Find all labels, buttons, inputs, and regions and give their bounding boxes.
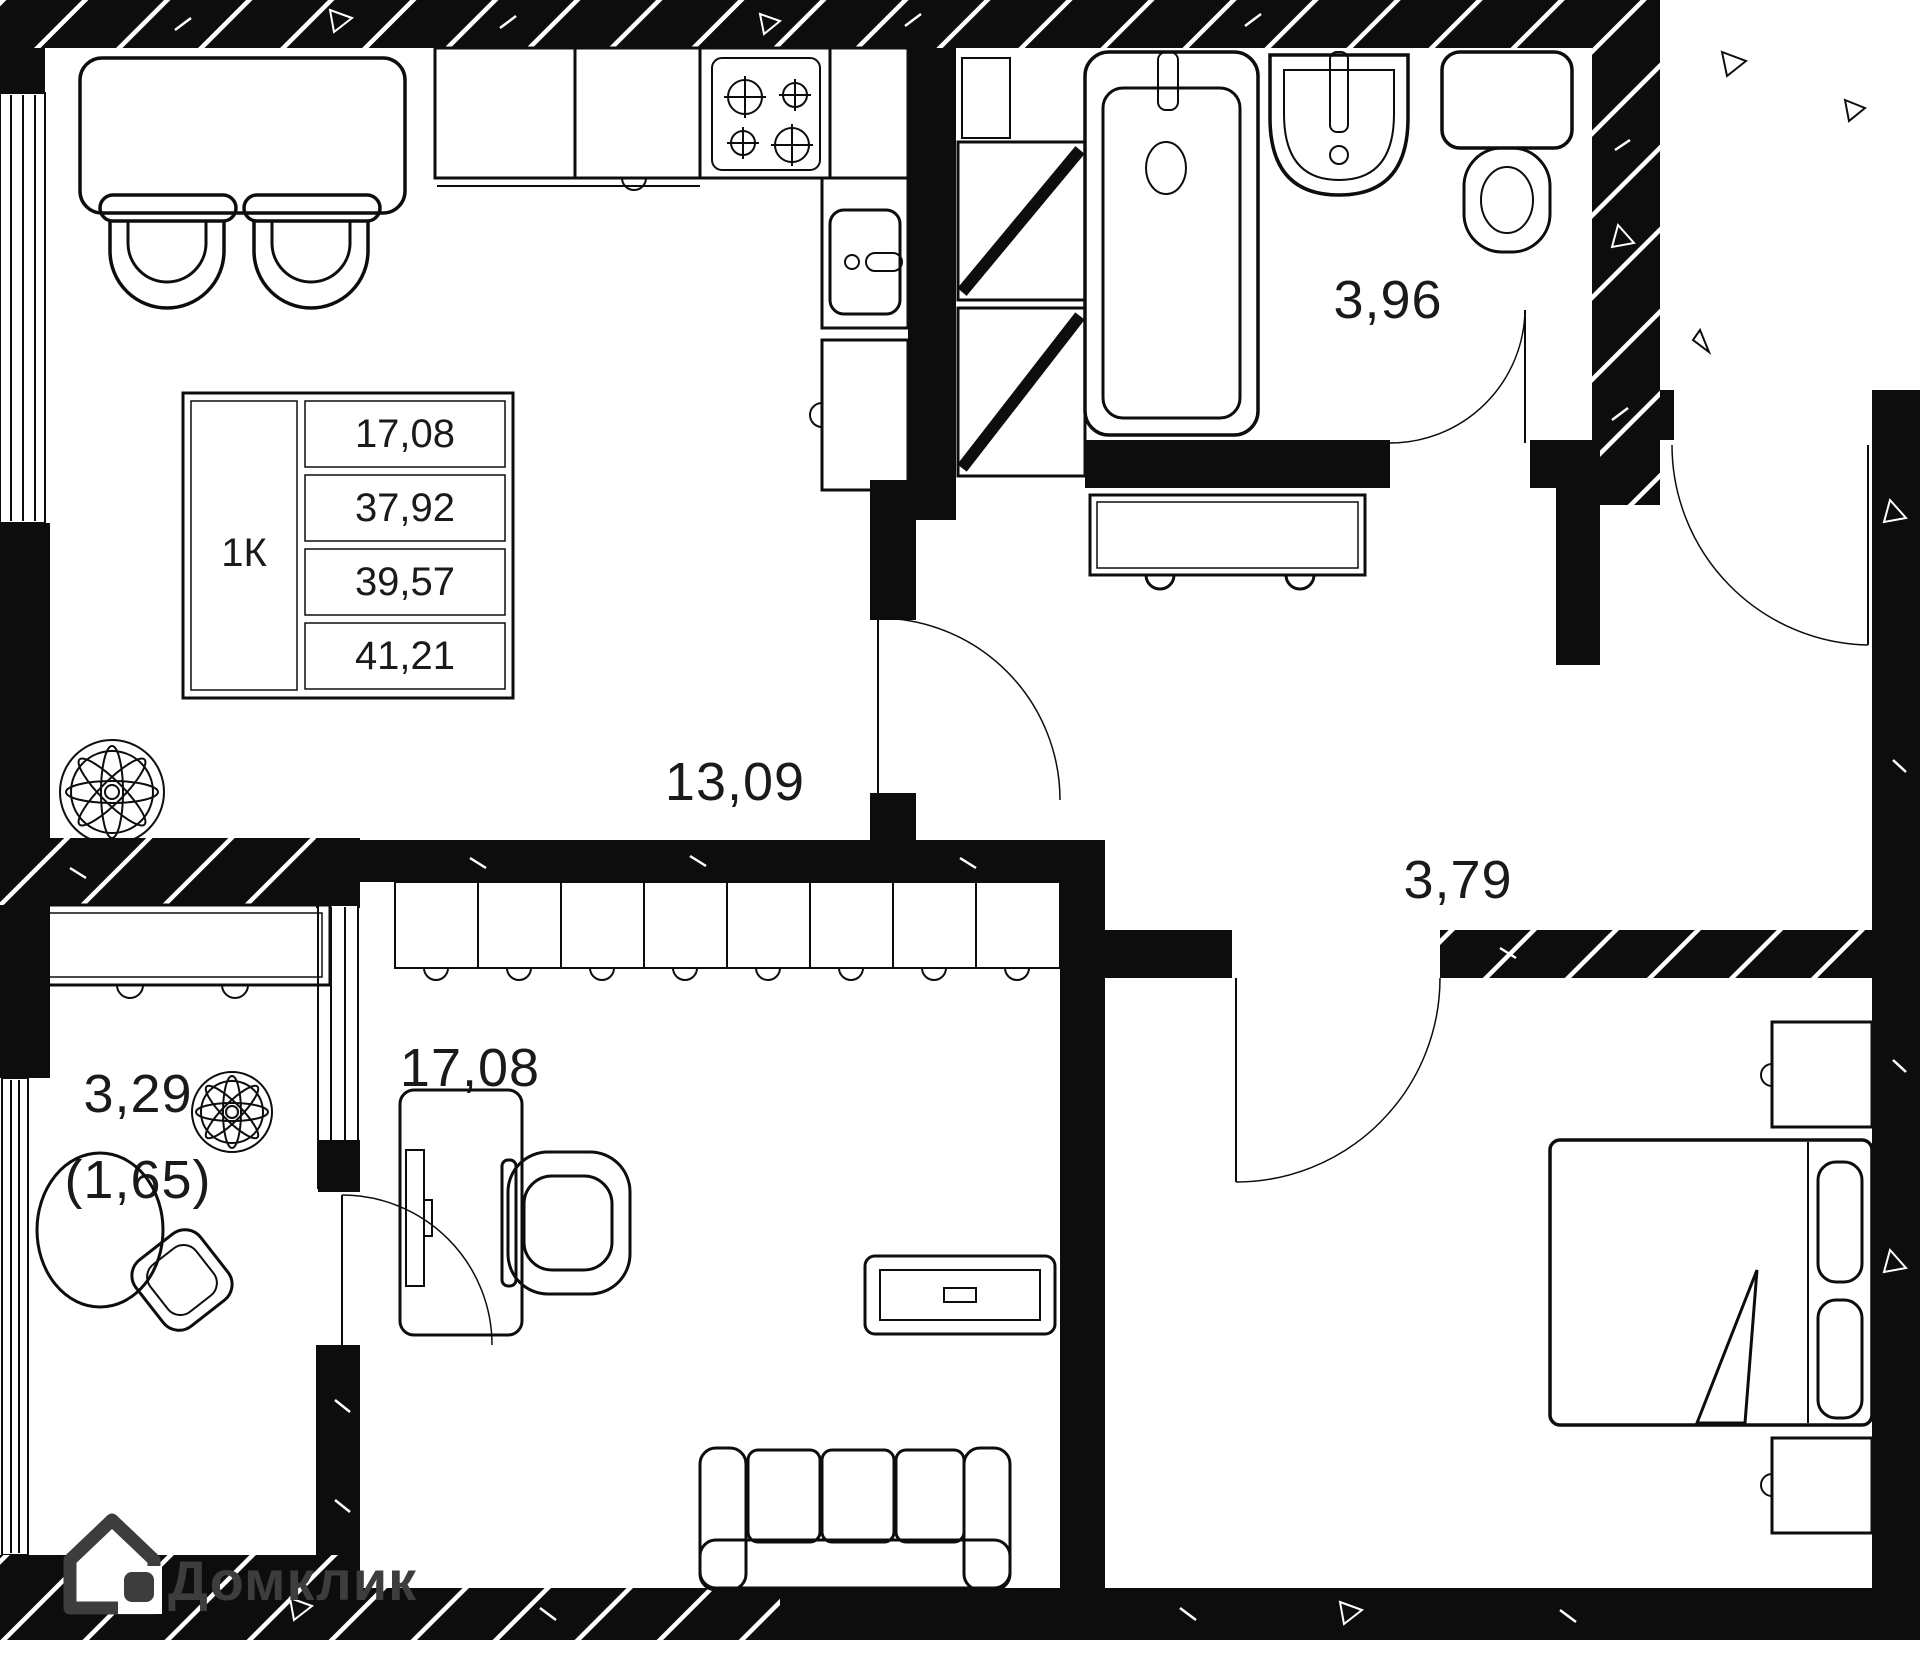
room-label-hallway: 3,79 — [1403, 850, 1512, 910]
wardrobe — [394, 881, 1061, 981]
door-living-hallway — [877, 617, 1061, 801]
tv-console — [863, 1254, 1057, 1336]
vent-shaft — [956, 57, 1087, 478]
wall-right — [1872, 440, 1920, 1640]
desk-chair — [500, 1150, 632, 1296]
doors — [341, 309, 1869, 1346]
wall-bathroom-bottom-left — [1085, 440, 1390, 488]
bathtub — [1083, 50, 1260, 437]
kitchen-counter — [433, 46, 910, 191]
room-label-bathroom: 3,96 — [1333, 270, 1442, 330]
wall-wardrobe-band — [360, 840, 1105, 882]
bath-faucet — [1157, 51, 1179, 111]
kitchen-cabinet — [809, 338, 910, 492]
pillow — [1816, 1298, 1864, 1420]
wall-bedroom-top-left — [1105, 930, 1232, 978]
logo-text: Домклик — [168, 1549, 417, 1612]
wall-left-top — [0, 48, 45, 93]
kitchen-sink — [820, 176, 910, 330]
pillow — [1816, 1160, 1864, 1284]
wall-balcony-parapet-hatch — [0, 838, 330, 905]
wall-bathroom-right-hatch — [1592, 0, 1660, 505]
balcony-chair — [130, 1228, 234, 1332]
counter-handle — [621, 177, 647, 191]
dining-table — [78, 56, 407, 215]
water-heater — [961, 57, 1011, 139]
plant-icon — [191, 1071, 273, 1153]
bedroom — [1548, 1020, 1874, 1535]
hallway-cabinet — [1088, 493, 1367, 591]
balcony-divider — [316, 904, 360, 1588]
room-label-balcony-coef: (1,65) — [64, 1150, 211, 1210]
faucet — [865, 252, 903, 272]
cabinet-handle — [809, 402, 823, 428]
wall-bottom-hatch — [360, 1588, 780, 1640]
window-left — [0, 92, 46, 524]
wall-marks — [69, 8, 1908, 1626]
sofa — [698, 1446, 1012, 1592]
house-icon — [63, 1513, 162, 1615]
balcony-glazing-left — [1, 1077, 29, 1556]
wall-balcony-room-bottom — [316, 1345, 360, 1588]
balcony: 3,29 (1,65) — [35, 903, 332, 1332]
unit-area-row: 37,92 — [355, 486, 455, 530]
sink-faucet — [1329, 51, 1349, 133]
wall-living-hall-bottom — [870, 793, 916, 842]
nightstand — [1760, 1436, 1874, 1535]
room-label-balcony: 3,29 — [83, 1064, 192, 1124]
wall-entrance-corner — [1872, 390, 1920, 440]
stove — [698, 46, 832, 180]
door-bedroom — [1235, 977, 1441, 1183]
unit-area-row: 41,21 — [355, 634, 455, 678]
unit-area-row: 39,57 — [355, 560, 455, 604]
wall-jog — [870, 480, 956, 520]
wall-bathroom-bottom-right — [1530, 440, 1556, 488]
balcony-door-post — [318, 1140, 360, 1192]
unit-info-table: 1К 17,08 37,92 39,57 41,21 — [181, 391, 515, 700]
room-label-room: 17,08 — [400, 1038, 540, 1098]
blanket-fold — [1694, 1269, 1759, 1425]
wall-room-right — [1060, 882, 1105, 1588]
cabinet-handle — [1144, 574, 1176, 591]
bathroom-sink — [1268, 51, 1410, 197]
balcony-table — [35, 1151, 165, 1309]
cabinet-handle — [1284, 574, 1316, 591]
hallway: 3,79 — [1088, 493, 1512, 910]
brand-logo: Домклик — [63, 1513, 417, 1615]
room-label-kitchen-living: 13,09 — [665, 752, 805, 812]
door-bathroom — [1389, 309, 1526, 444]
unit-type: 1К — [221, 531, 267, 575]
door-entrance — [1671, 444, 1869, 646]
bed — [1548, 1138, 1874, 1427]
kitchen-living-room: 13,09 — [59, 46, 910, 845]
unit-area-row: 17,08 — [355, 412, 455, 456]
wall-bedroom-top-hatch — [1440, 930, 1872, 978]
dining-chair — [242, 193, 382, 310]
wall-living-hall-top — [870, 520, 916, 620]
wall-kitchen-bath — [908, 48, 956, 520]
plant-icon — [59, 739, 165, 845]
desk — [398, 1088, 524, 1337]
door-balcony — [341, 1194, 493, 1346]
wall-left-mid — [0, 523, 50, 1078]
toilet — [1440, 50, 1574, 254]
bathroom: 3,96 — [1083, 50, 1574, 437]
balcony-bench — [38, 903, 332, 999]
nightstand — [1760, 1020, 1874, 1129]
wall-balcony-corner — [316, 838, 360, 908]
wall-entrance-stub — [1660, 390, 1674, 440]
room: 17,08 — [394, 881, 1061, 1592]
wall-bottom-balcony-hatch — [0, 1555, 360, 1640]
wall-top-hatch — [0, 0, 1660, 48]
dining-chair — [98, 193, 238, 310]
wall-hall-pillar — [1556, 440, 1600, 665]
